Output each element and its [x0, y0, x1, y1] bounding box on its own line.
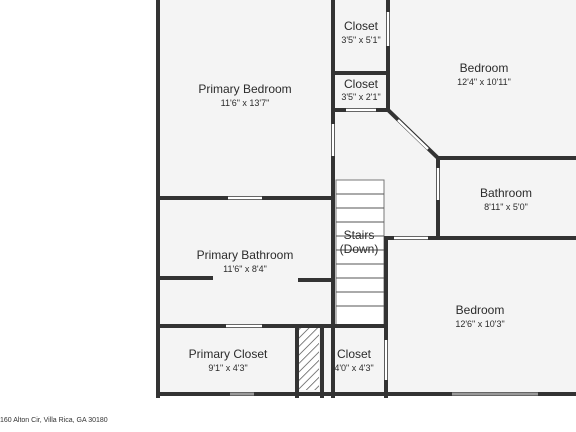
- address-caption: 160 Alton Cir, Villa Rica, GA 30180: [0, 417, 108, 424]
- closet-bottom-dims: 4'0" x 4'3": [334, 363, 373, 373]
- stairs-direction-label: (Down): [340, 242, 379, 256]
- primary-bathroom-label: Primary Bathroom: [197, 248, 294, 262]
- bedroom-bottom-label: Bedroom: [456, 303, 505, 317]
- stair-treads: [335, 179, 385, 327]
- closet-mid-dims: 3'5" x 2'1": [341, 92, 380, 102]
- chase-hatched: [299, 328, 319, 390]
- primary-bedroom-dims: 11'6" x 13'7": [221, 98, 270, 108]
- bedroom-bottom-dims: 12'6" x 10'3": [455, 319, 504, 329]
- stair-outline: [335, 179, 385, 327]
- bathroom-label: Bathroom: [480, 186, 532, 200]
- door-bedroom-top: [397, 119, 429, 150]
- closet-top-dims: 3'5" x 5'1": [341, 35, 380, 45]
- stairs-label: Stairs: [344, 228, 375, 242]
- bathroom-dims: 8'11" x 5'0": [484, 202, 528, 212]
- bedroom-top-label: Bedroom: [460, 61, 509, 75]
- primary-closet-label: Primary Closet: [189, 347, 268, 361]
- primary-bedroom-label: Primary Bedroom: [198, 82, 291, 96]
- bedroom-top-dims: 12'4" x 10'11": [457, 77, 511, 87]
- closet-top-label: Closet: [344, 19, 379, 33]
- room-labels: Primary Bedroom 11'6" x 13'7" Closet 3'5…: [189, 19, 532, 373]
- closet-mid-label: Closet: [344, 77, 379, 91]
- closet-bottom-label: Closet: [337, 347, 372, 361]
- primary-closet-dims: 9'1" x 4'3": [208, 363, 247, 373]
- primary-bathroom-dims: 11'6" x 8'4": [223, 264, 267, 274]
